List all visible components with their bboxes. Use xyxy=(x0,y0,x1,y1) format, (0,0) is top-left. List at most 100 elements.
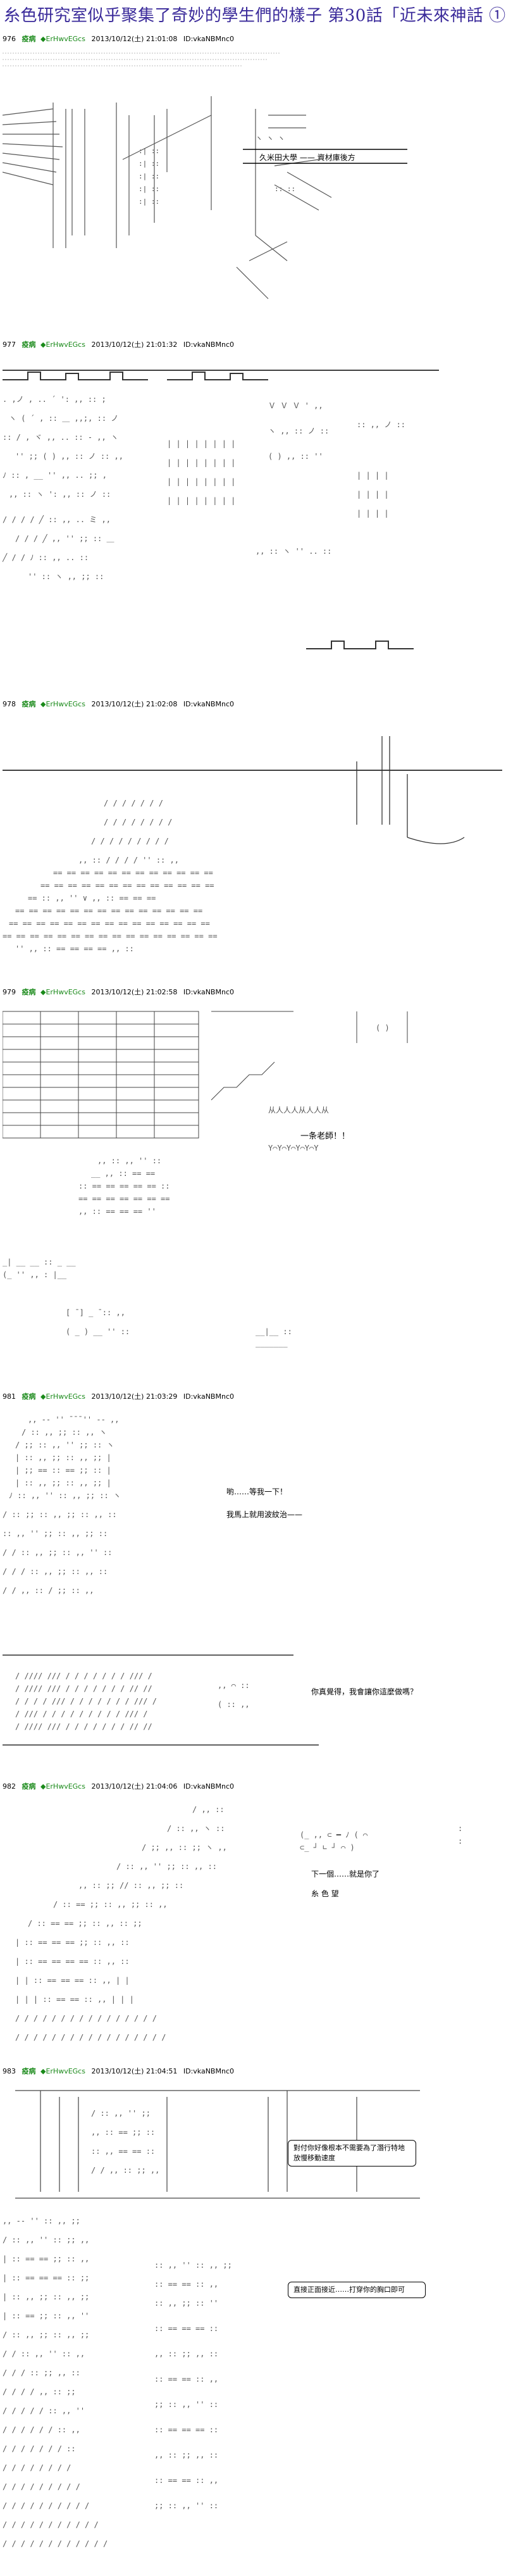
post-number[interactable]: 981 xyxy=(3,1392,16,1401)
svg-text:,, :: ヽ '' .. ::: ,, :: ヽ '' .. :: xyxy=(256,547,331,556)
svg-text:/ :: == == ;; :: ,, ::: / :: == == ;; :: ,, :: ;; xyxy=(28,1919,142,1928)
ascii-art-977: . ,ノ , .. ´ ': ,, :: ; ヽ ( ´ , :: ＿ ,,;,… xyxy=(3,351,502,655)
svg-text:== :: ,, '' ∨ ,, :: ==: == :: ,, '' ∨ ,, :: == == == xyxy=(28,894,156,903)
svg-text:== == == == == == ==: == == == == == == == xyxy=(78,1194,170,1203)
svg-text::: ,, '' :: ,, ;;: :: ,, '' :: ,, ;; xyxy=(154,2261,232,2270)
post-id: ID:vkaNBMnc0 xyxy=(183,2067,234,2075)
svg-text:/ / :: ,, ;; :: ,, '' ::: / / :: ,, ;; :: ,, '' :: xyxy=(3,1548,112,1557)
svg-text:;; :: ,, '' ::: ;; :: ,, '' :: xyxy=(154,2400,218,2409)
svg-text::: == == :: ,,: :: == == :: ,, xyxy=(154,2280,218,2289)
svg-text:/ ;; :: ,, '' ;; :: ヽ: / ;; :: ,, '' ;; :: ヽ xyxy=(15,1441,114,1449)
svg-text:⊂_ ┘ ∟ ┘ ⌒ ): ⊂_ ┘ ∟ ┘ ⌒ ) xyxy=(300,1842,355,1852)
svg-text:/ //// /// / / / / / / / //: / //// /// / / / / / / / // // xyxy=(15,1722,152,1731)
post-number[interactable]: 983 xyxy=(3,2067,16,2075)
svg-text:,, :: ;; ,, ::: ,, :: ;; ,, :: xyxy=(154,2451,218,2460)
poster-name: 疫病 xyxy=(22,35,36,43)
svg-text:╱ / / ﾉ :: ,, .. ::: ╱ / / ﾉ :: ,, .. :: xyxy=(3,553,89,562)
svg-text:,, :: ,, '' ::: ,, :: ,, '' :: xyxy=(97,1156,161,1165)
poster-trip: ◆ErHwvEGcs xyxy=(40,700,85,708)
svg-text:,, :: / / / / '' :: ,,: ,, :: / / / / '' :: ,, xyxy=(78,856,179,865)
svg-text:,, :: ;; // :: ,, ;; ::: ,, :: ;; // :: ,, ;; :: xyxy=(78,1881,183,1890)
svg-text:,, -‐ '' ̄ ̄ ̄ '' ‐- ,,: ,, -‐ '' ̄ ̄ ̄ '' ‐- ,, xyxy=(28,1415,120,1424)
dialogue-line-3: 你真覺得，我會讓你這麼做嗎？ xyxy=(311,1687,418,1696)
svg-text:/ :: ,, '' ;; :: ,, ::: / :: ,, '' ;; :: ,, :: xyxy=(116,1862,217,1871)
post-id: ID:vkaNBMnc0 xyxy=(183,35,234,43)
poster-trip: ◆ErHwvEGcs xyxy=(40,1392,85,1401)
svg-text::: : xyxy=(458,1837,462,1846)
post-id: ID:vkaNBMnc0 xyxy=(183,1392,234,1401)
svg-text:| | | | | | | |: | | | | | | | | xyxy=(167,496,235,505)
speech-bubble-1: 對付你好像根本不需要為了潛行特地放慢移動速度 xyxy=(288,2140,416,2166)
svg-text::: ,, ノ ::: :: ,, ノ :: xyxy=(357,420,405,429)
svg-text:== == == == == == == == == ==: == == == == == == == == == == == == == =… xyxy=(9,919,210,928)
svg-text:== == == == == == == == == ==: == == == == == == == == == == == == == =… xyxy=(3,932,218,941)
svg-text:/ / / / / / / / / /: / / / / / / / / / / xyxy=(3,2501,89,2510)
ascii-art-976: :| :: :| :: :| :: :| :: :| :: ヽ ヽ ヽ :: :… xyxy=(3,46,502,311)
svg-text:[ ̄ ] _ ̄ :: ,,: [ ̄ ] _ ̄ :: ,, xyxy=(66,1308,125,1317)
svg-text:'' :: ヽ ,, ;; ::: '' :: ヽ ,, ;; :: xyxy=(28,572,104,581)
svg-text:(_ '' ,, : |__: (_ '' ,, : |__ xyxy=(3,1270,67,1279)
shout-caption: 一条老師！！ xyxy=(300,1132,350,1141)
post-number[interactable]: 976 xyxy=(3,35,16,43)
post-date: 2013/10/12(土) 21:01:08 xyxy=(91,35,178,43)
dialogue-line-1: 下一個……就是你了 xyxy=(311,1870,380,1879)
post-header-978: 978 疫病 ◆ErHwvEGcs 2013/10/12(土) 21:02:08… xyxy=(3,699,234,710)
svg-text:Y⌒Y⌒Y⌒Y⌒Y⌒Y: Y⌒Y⌒Y⌒Y⌒Y⌒Y xyxy=(268,1144,319,1153)
post-number[interactable]: 978 xyxy=(3,700,16,708)
svg-text:/ //// /// / / / / / / / //: / //// /// / / / / / / / // // xyxy=(15,1684,152,1693)
post-number[interactable]: 982 xyxy=(3,1782,16,1791)
post-number[interactable]: 979 xyxy=(3,988,16,996)
svg-text:| :: == == == :: ;;: | :: == == == :: ;; xyxy=(3,2273,89,2282)
svg-text:/ / / / / / / ::: / / / / / / / :: xyxy=(3,2444,76,2453)
poster-trip: ◆ErHwvEGcs xyxy=(40,2067,85,2075)
dialogue-line-2: 我馬上就用波紋治—— xyxy=(226,1510,303,1519)
svg-text:_| __ __ :: _ __: _| __ __ :: _ __ xyxy=(3,1258,76,1266)
svg-text:| | | | | | | |: | | | | | | | | xyxy=(167,458,235,467)
svg-text:/ :: ;; :: ,, ;; :: ,, :: / :: ;; :: ,, ;; :: ,, :: xyxy=(3,1510,117,1519)
svg-text:/ / / / ,, :: ;;: / / / / ,, :: ;; xyxy=(3,2387,76,2396)
svg-text:;; :: ,, '' ::: ;; :: ,, '' :: xyxy=(154,2501,218,2510)
poster-trip: ◆ErHwvEGcs xyxy=(40,341,85,349)
svg-text::| ::: :| :: xyxy=(139,147,159,155)
ascii-art-982: / ,, :: / :: ,, ヽ :: / ;; ,, :: ;; ヽ ,, … xyxy=(3,1793,502,2059)
post-header-979: 979 疫病 ◆ErHwvEGcs 2013/10/12(土) 21:02:58… xyxy=(3,987,234,997)
svg-text:,, ⌒ ::: ,, ⌒ :: xyxy=(218,1681,250,1690)
svg-text:/ :: ,, '' :: ;; ,,: / :: ,, '' :: ;; ,, xyxy=(3,2235,89,2244)
page-title: 糸色研究室似乎聚集了奇妙的學生們的樣子 第30話「近未來神話 ①」 xyxy=(4,6,506,25)
svg-text:'' ;; ( ) ,, :: ノ :: ,,: '' ;; ( ) ,, :: ノ :: ,, xyxy=(15,452,123,461)
svg-text:== == == == == == == == == ==: == == == == == == == == == == == == xyxy=(53,868,213,877)
post-id: ID:vkaNBMnc0 xyxy=(183,1782,234,1791)
svg-text:/ :: ,, ;; :: ,, ヽ: / :: ,, ;; :: ,, ヽ xyxy=(22,1428,107,1437)
svg-text:| :: == ;; :: ,, '': | :: == ;; :: ,, '' xyxy=(3,2311,89,2320)
post-id: ID:vkaNBMnc0 xyxy=(183,700,234,708)
svg-text:/ / ,, :: ;; ,,: / / ,, :: ;; ,, xyxy=(91,2166,159,2175)
svg-text:/ / / / / :: ,, '': / / / / / :: ,, '' xyxy=(3,2406,85,2415)
svg-text:/ ;; ,, :: ;; ヽ ,,: / ;; ,, :: ;; ヽ ,, xyxy=(142,1843,227,1852)
svg-text:| :: == == ;; :: ,,: | :: == == ;; :: ,, xyxy=(3,2254,89,2263)
svg-text:/ / / / / / / / /: / / / / / / / / / xyxy=(91,837,169,846)
poster-trip: ◆ErHwvEGcs xyxy=(40,1782,85,1791)
svg-text:( ): ( ) xyxy=(376,1023,390,1032)
svg-text:/ / / / / / / / / / / / / / /: / / / / / / / / / / / / / / / / xyxy=(15,2014,157,2023)
svg-text::| ::: :| :: xyxy=(139,159,159,168)
svg-text:/ / / ╱ ,, '' ;; :: ＿: / / / ╱ ,, '' ;; :: ＿ xyxy=(15,534,114,543)
svg-text::| ::: :| :: xyxy=(139,172,159,180)
svg-text:从人人人从人人从: 从人人人从人人从 xyxy=(268,1106,329,1115)
ascii-art-978: / / / / / / / / / / / / / / / / / / / / … xyxy=(3,711,502,977)
svg-text:ヽ ヽ ヽ: ヽ ヽ ヽ xyxy=(256,134,285,142)
svg-text::: ,, '' ;; :: ,, ;; ::: :: ,, '' ;; :: ,, ;; :: xyxy=(3,1529,108,1538)
ascii-art-981: ,, -‐ '' ̄ ̄ ̄ '' ‐- ,, / :: ,, ;; :: ,,… xyxy=(3,1403,502,1770)
speech-bubble-2: 直接正面接近……打穿你的胸口即可 xyxy=(288,2282,426,2298)
post-date: 2013/10/12(土) 21:04:06 xyxy=(91,1782,178,1791)
svg-text:/ / / / / / / /: / / / / / / / / xyxy=(3,2463,71,2472)
post-number[interactable]: 977 xyxy=(3,341,16,349)
post-header-982: 982 疫病 ◆ErHwvEGcs 2013/10/12(土) 21:04:06… xyxy=(3,1782,234,1792)
svg-text::: == == == == == ::: :: == == == == == :: xyxy=(78,1182,170,1191)
svg-text:/ / / / / / /: / / / / / / / xyxy=(104,799,163,808)
poster-name: 疫病 xyxy=(22,2067,36,2075)
svg-text::: / , ヾ ,, .. :: - ,, ヽ: :: / , ヾ ,, .. :: - ,, ヽ xyxy=(3,433,118,442)
dialogue-line-1: 喲……等我一下！ xyxy=(226,1487,288,1496)
svg-text:| :: ,, ;; :: ,, ;;: | :: ,, ;; :: ,, ;; xyxy=(3,2292,89,2301)
svg-text:/ :: == ;; :: ,, ;; ::: / :: == ;; :: ,, ;; :: ,, xyxy=(53,1900,168,1909)
svg-text:__|__ ::: __|__ :: xyxy=(256,1327,292,1336)
